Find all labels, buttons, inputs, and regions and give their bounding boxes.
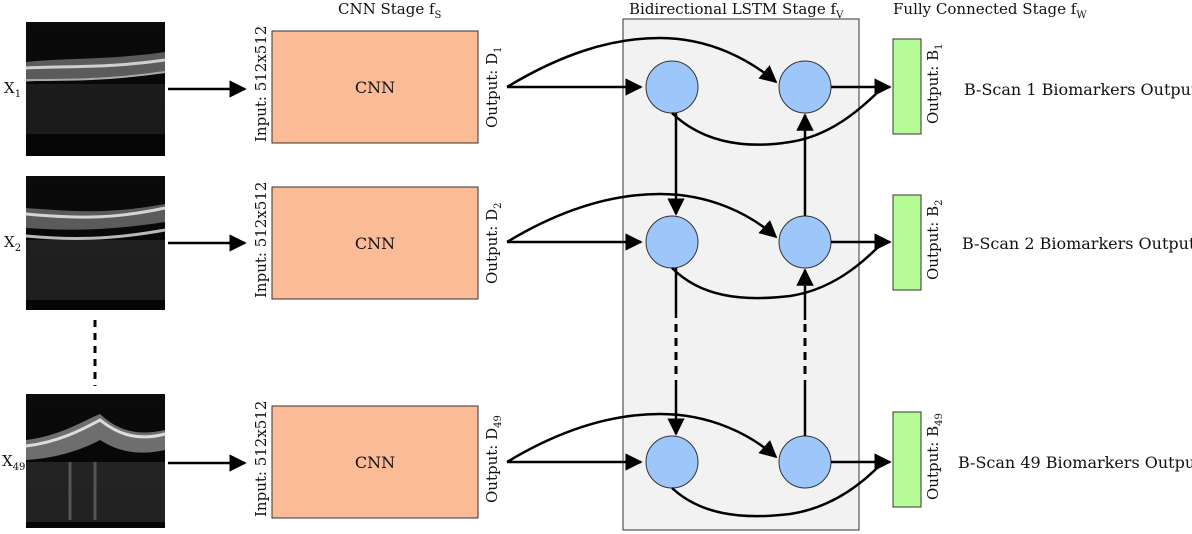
- header-fc-stage: Fully Connected Stage fW: [893, 0, 1087, 21]
- row-bscan-1: X1 CNN Input: 512x512 Output: D1 Output:…: [4, 22, 1192, 156]
- lstm-forward-node-49: [645, 435, 699, 489]
- lstm-backward-node-2: [778, 215, 832, 269]
- cnn-box-49: [271, 405, 479, 519]
- scan-label-1: X1: [4, 79, 21, 100]
- input-label-1: Input: 512x512: [252, 26, 270, 142]
- scan-label-49: X49: [2, 452, 25, 473]
- fc-box-49: [892, 411, 922, 508]
- output-d-label-1: Output: D1: [483, 47, 504, 129]
- scan-label-2: X2: [4, 233, 21, 254]
- lstm-backward-node-1: [778, 60, 832, 114]
- cnn-box-2: [271, 186, 479, 300]
- fc-box-2: [892, 194, 922, 291]
- output-d-label-2: Output: D2: [483, 203, 504, 285]
- oct-image-2: [25, 176, 166, 310]
- cnn-label-49: CNN: [355, 453, 395, 472]
- input-label-2: Input: 512x512: [252, 182, 270, 298]
- fc-box-1: [892, 38, 922, 135]
- row-bscan-2: X2 CNN Input: 512x512 Output: D2 Output:…: [4, 176, 1192, 310]
- lstm-backward-node-49: [778, 435, 832, 489]
- result-label-49: B-Scan 49 Biomarkers Output: [958, 453, 1192, 472]
- header-cnn-stage: CNN Stage fS: [338, 0, 442, 21]
- oct-image-49: [25, 394, 166, 528]
- result-label-1: B-Scan 1 Biomarkers Output: [964, 80, 1192, 99]
- output-b-label-2: Output: B2: [924, 200, 945, 281]
- lstm-forward-node-2: [645, 215, 699, 269]
- oct-image-1: [25, 22, 166, 156]
- header-lstm-stage: Bidirectional LSTM Stage fV: [629, 0, 844, 21]
- cnn-box-1: [271, 30, 479, 144]
- cnn-label-2: CNN: [355, 234, 395, 253]
- input-label-49: Input: 512x512: [252, 401, 270, 517]
- output-b-label-49: Output: B49: [924, 413, 945, 500]
- row-bscan-49: X49 CNN Input: 512x512 Output: D49 Outpu…: [2, 394, 1192, 528]
- output-b-label-1: Output: B1: [924, 44, 945, 125]
- cnn-label-1: CNN: [355, 78, 395, 97]
- lstm-forward-node-1: [645, 60, 699, 114]
- output-d-label-49: Output: D49: [483, 415, 504, 503]
- result-label-2: B-Scan 2 Biomarkers Output: [962, 234, 1192, 253]
